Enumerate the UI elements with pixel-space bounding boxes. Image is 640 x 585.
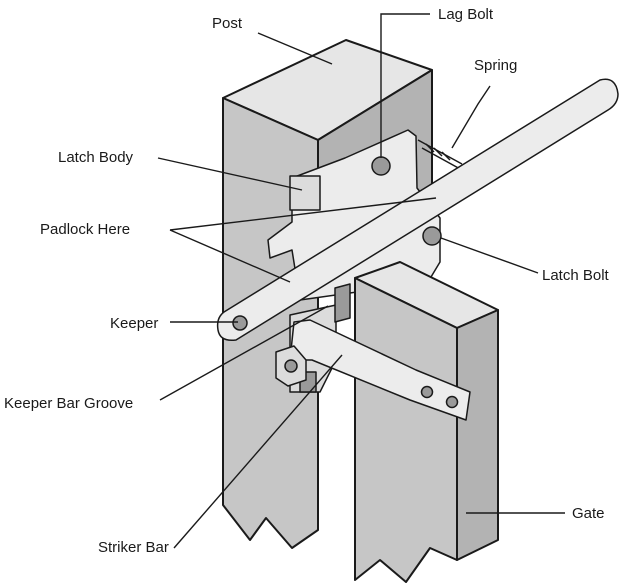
striker-bar-hole-left xyxy=(420,385,434,399)
label-lag-bolt: Lag Bolt xyxy=(438,6,494,23)
spring xyxy=(417,139,463,171)
striker-bar-end-plate-hole xyxy=(284,359,298,373)
leader-lines xyxy=(157,13,565,549)
latch-bolt-head xyxy=(422,226,442,246)
leader-striker-bar xyxy=(173,354,343,549)
label-keeper-bar-groove: Keeper Bar Groove xyxy=(4,395,133,412)
striker-bar xyxy=(275,319,471,421)
latch-body-tab xyxy=(289,175,321,211)
labels: Post Lag Bolt Spring Latch Body Padlock … xyxy=(4,6,610,556)
latch-arm-bar xyxy=(216,78,619,342)
gate-front-face xyxy=(354,277,458,583)
label-striker-bar: Striker Bar xyxy=(98,539,169,556)
leader-spring xyxy=(451,85,491,149)
leader-latch-bolt xyxy=(440,237,539,274)
keeper-slot xyxy=(334,283,351,323)
leader-lag-bolt xyxy=(380,13,430,158)
label-spring: Spring xyxy=(474,57,517,74)
leader-post xyxy=(257,32,333,65)
label-padlock-here: Padlock Here xyxy=(40,221,130,238)
leader-padlock-1 xyxy=(169,197,437,231)
label-gate: Gate xyxy=(572,505,605,522)
latch-arm-pivot-hole xyxy=(232,315,248,331)
lag-bolt-head xyxy=(371,156,391,176)
label-keeper: Keeper xyxy=(110,315,158,332)
latch-arm xyxy=(216,78,619,342)
label-post: Post xyxy=(212,15,243,32)
leader-keeper-bar-groove xyxy=(159,305,329,401)
striker-bar-hole-right xyxy=(445,395,459,409)
gate xyxy=(354,261,499,583)
gate-side-face xyxy=(456,309,499,561)
label-latch-body: Latch Body xyxy=(58,149,134,166)
leader-latch-body xyxy=(157,157,303,191)
leader-padlock-2 xyxy=(169,229,291,283)
label-latch-bolt: Latch Bolt xyxy=(542,267,610,284)
